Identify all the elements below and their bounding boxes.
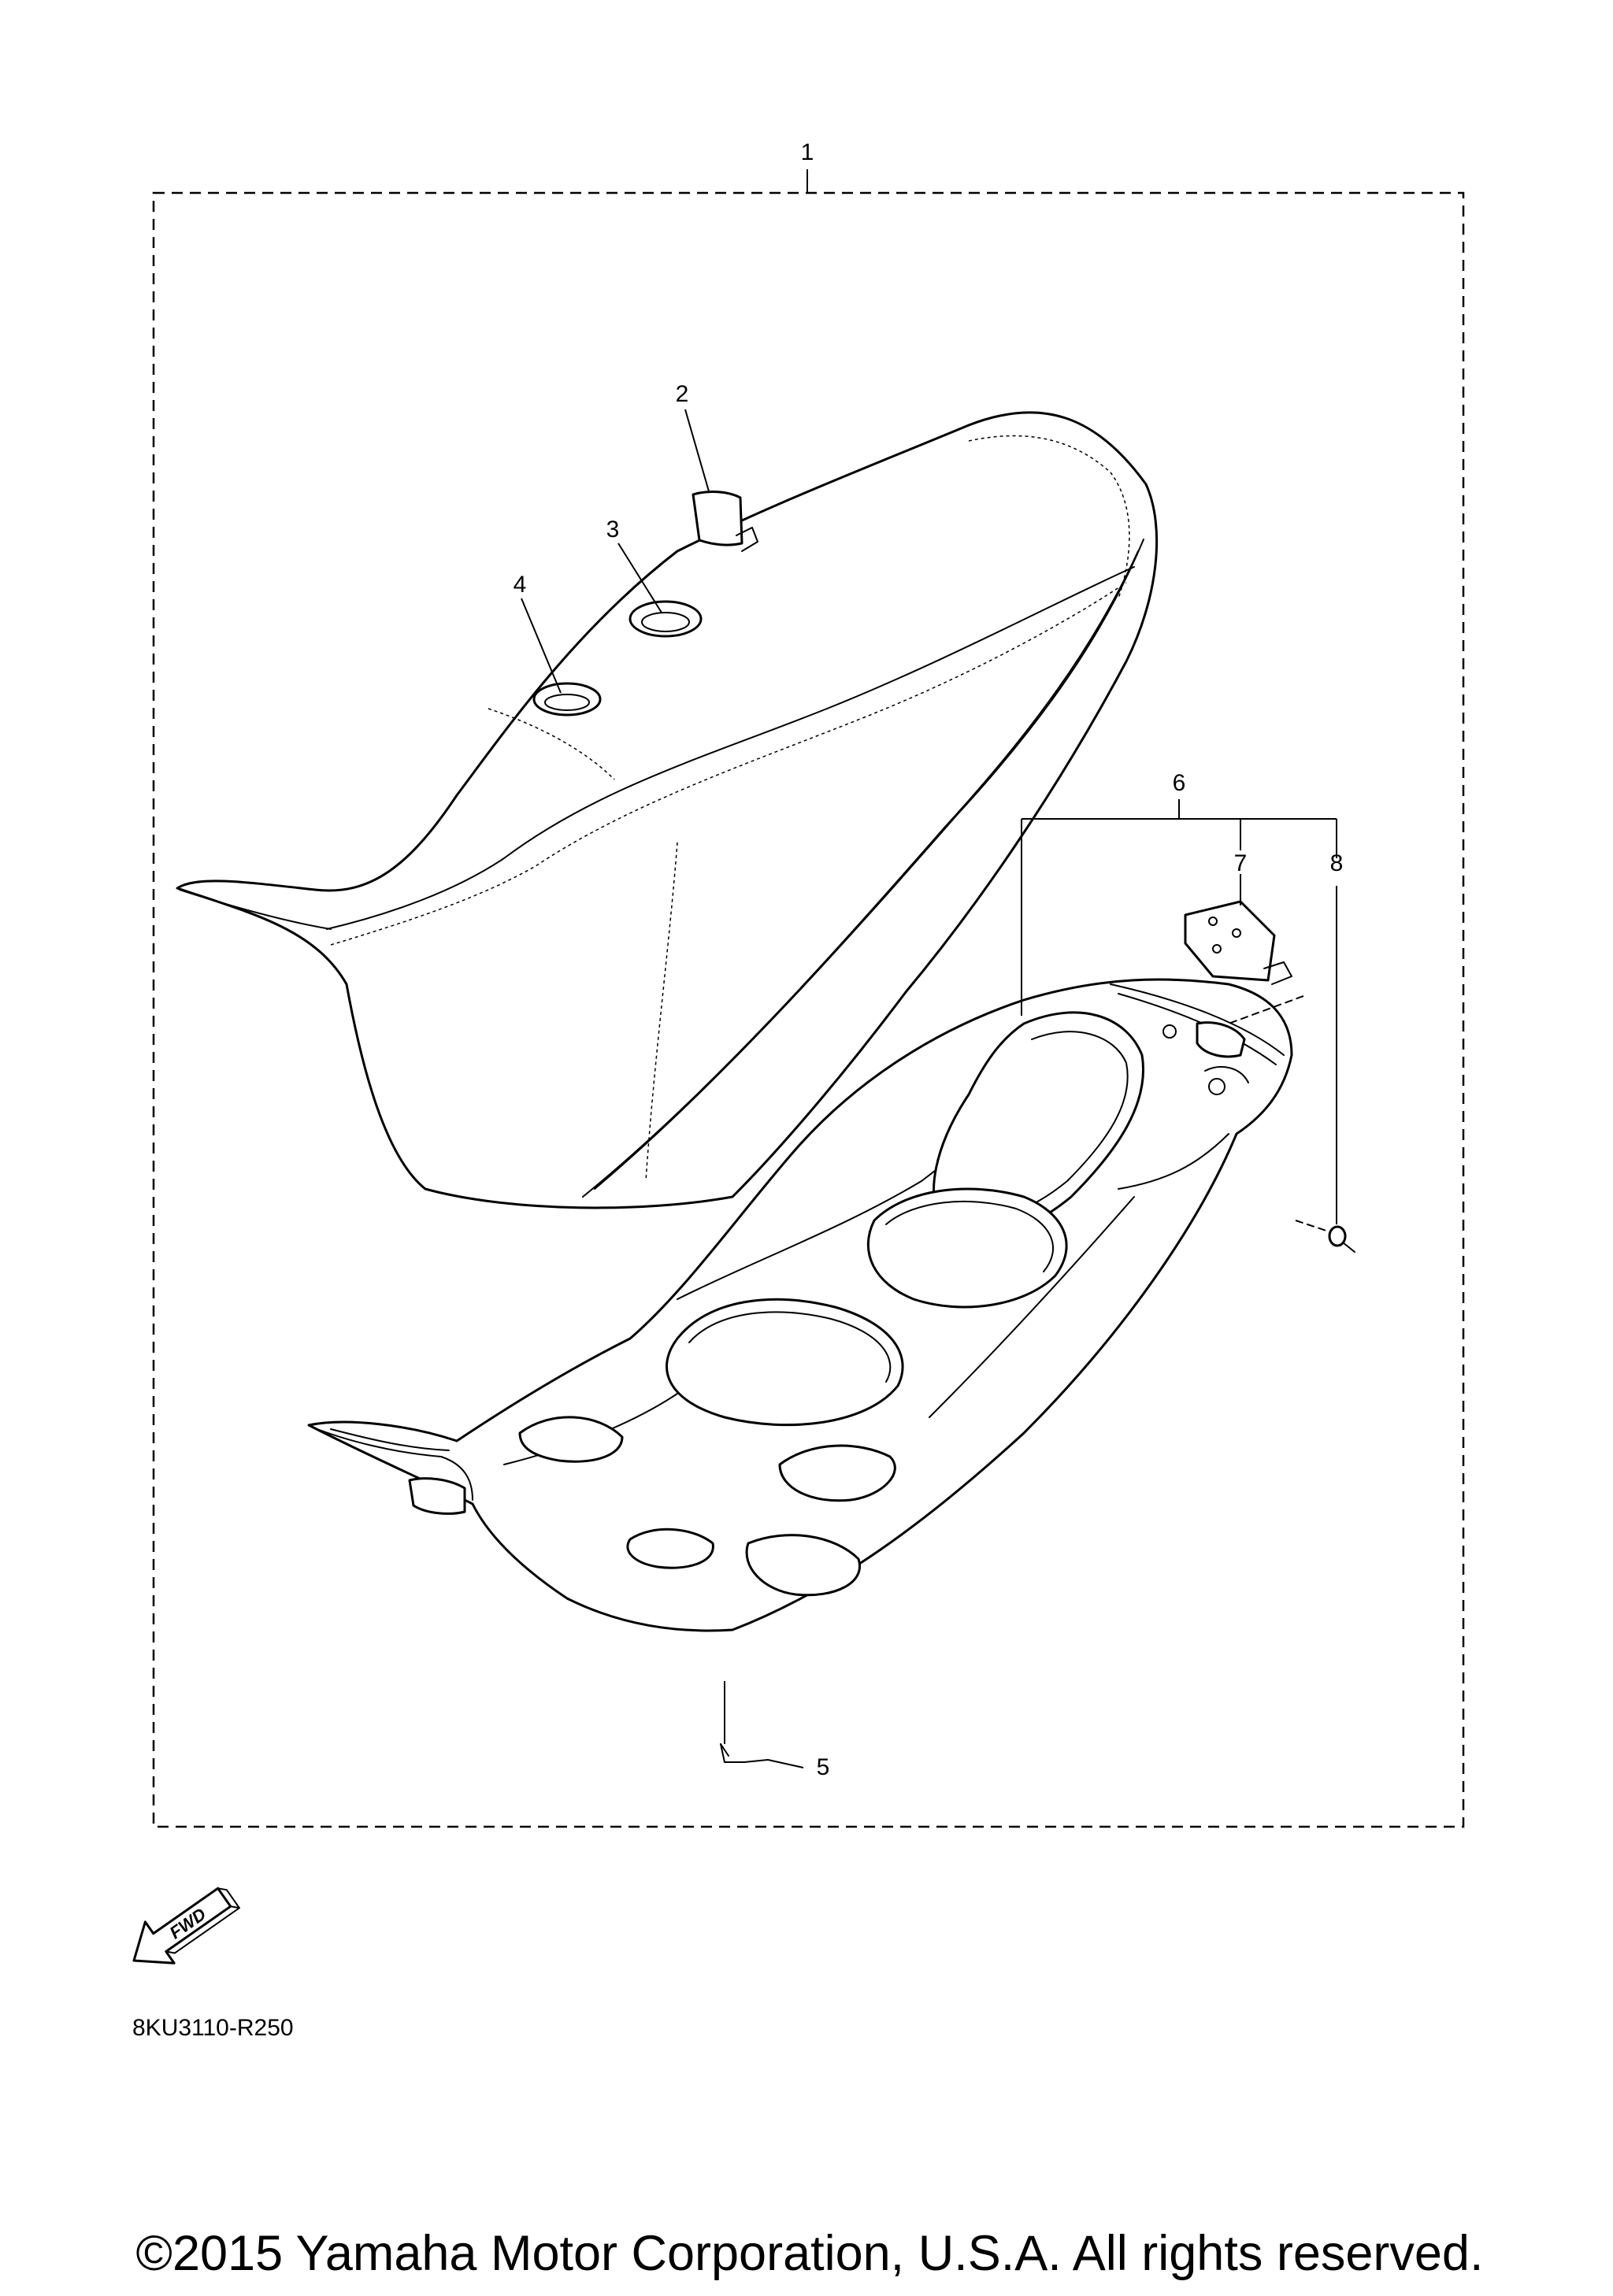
callout-numbers: 1 2 3 4 5 6 7 8 [514,139,1344,1780]
seat-top-cover [176,411,1159,1209]
callout-4: 4 [514,572,527,598]
callout-8: 8 [1330,850,1344,876]
fastener [1328,1225,1355,1253]
seat-base [307,978,1293,1632]
callout-2: 2 [676,381,689,407]
leader-lines [521,169,1337,1768]
callout-5: 5 [817,1754,830,1780]
forward-arrow-icon: FWD [132,1887,240,1965]
callout-1: 1 [801,139,814,165]
callout-7: 7 [1234,850,1248,876]
callout-3: 3 [606,517,620,543]
assembly-frame [152,191,1465,1828]
drawing-code: 8KU3110-R250 [132,2015,294,2041]
clip [720,1743,769,1763]
copyright-notice: ©2015 Yamaha Motor Corporation, U.S.A. A… [136,2226,1484,2281]
callout-6: 6 [1173,770,1186,796]
latch-plate [1184,900,1292,985]
